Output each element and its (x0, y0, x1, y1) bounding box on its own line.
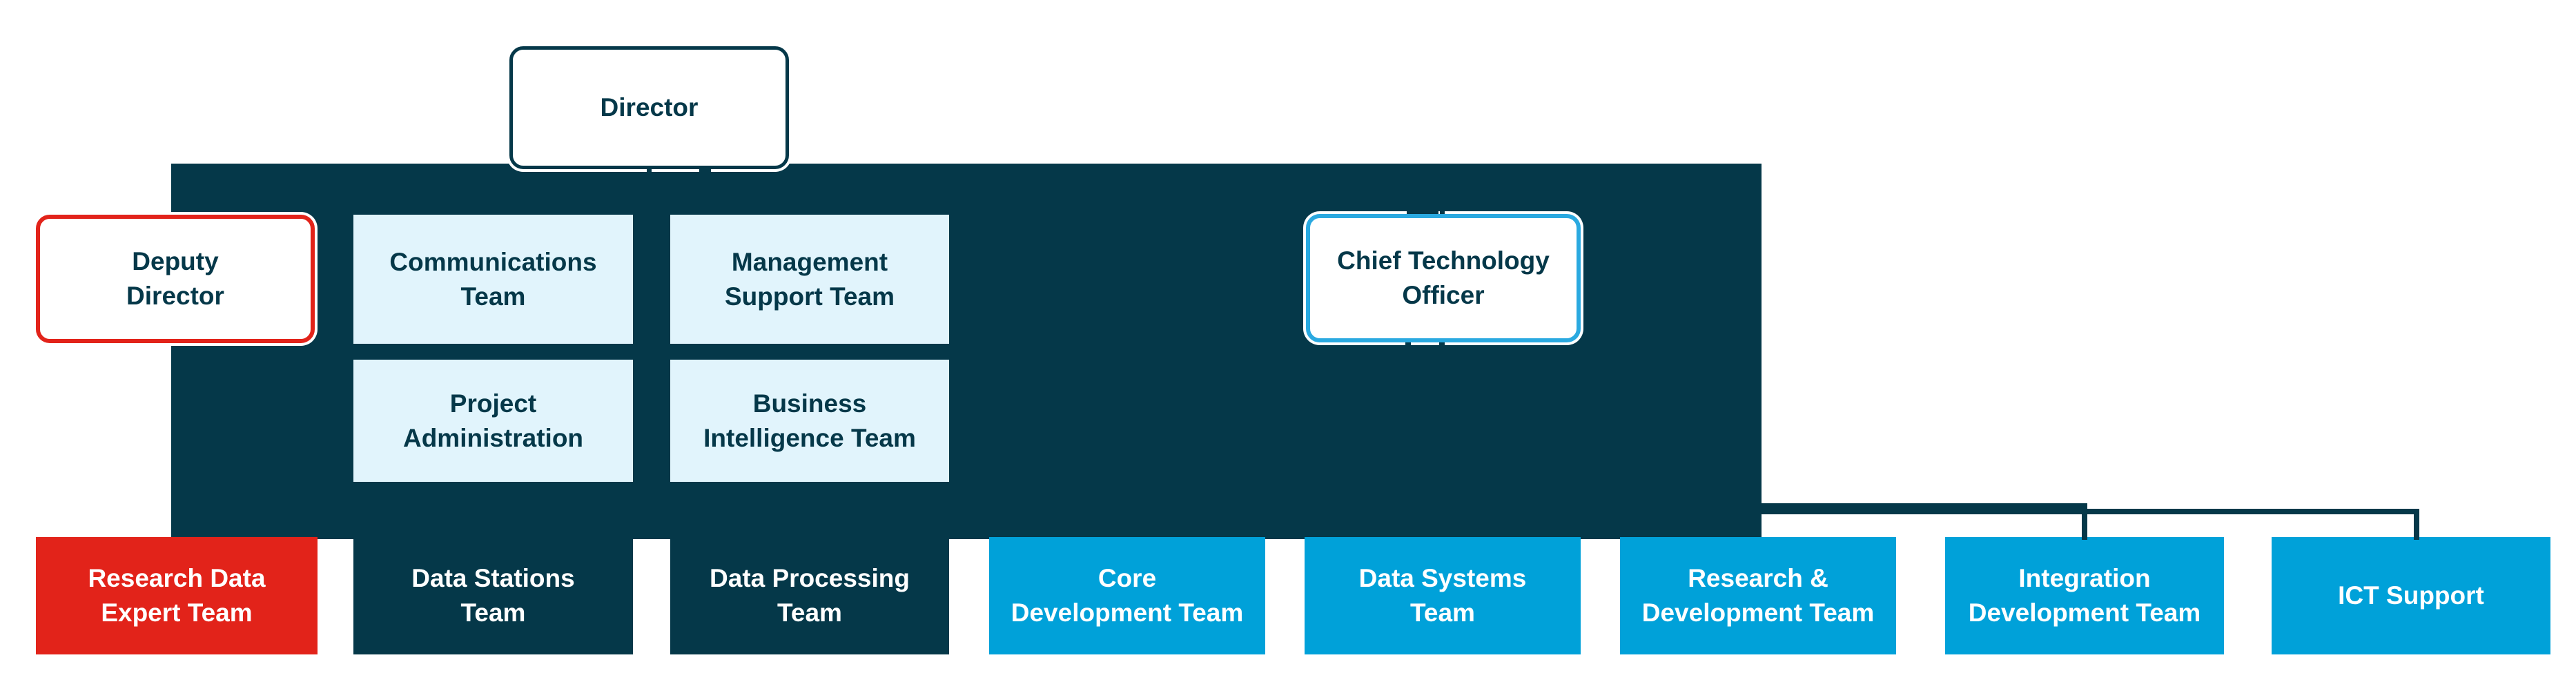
org-node-label: Deputy Director (126, 247, 224, 310)
org-node-label: Core Development Team (1011, 564, 1244, 627)
org-node-label: Management Support Team (725, 247, 895, 311)
connector-horizontal-ict (1762, 509, 2419, 514)
org-node-management-support-team: Management Support Team (670, 215, 949, 344)
org-node-label: Research & Development Team (1641, 564, 1875, 627)
org-node-project-administration: Project Administration (353, 360, 633, 482)
org-node-label: Data Stations Team (411, 564, 575, 627)
org-node-research-development-team: Research & Development Team (1620, 537, 1896, 654)
org-node-data-systems-team: Data Systems Team (1305, 537, 1581, 654)
org-node-label: Project Administration (402, 389, 584, 452)
org-node-label: Data Processing Team (710, 564, 910, 627)
connector-horizontal-integration (1762, 503, 2087, 509)
connector-stub-cto-bottom-left (1405, 342, 1411, 349)
org-node-label: ICT Support (2338, 581, 2484, 610)
org-node-label: Business Intelligence Team (703, 389, 916, 452)
org-node-deputy-director: Deputy Director (36, 215, 315, 343)
connector-stub-director-right (699, 166, 711, 175)
connector-stub-cto-bottom-right (1439, 342, 1445, 349)
org-node-label: Data Systems Team (1358, 564, 1527, 627)
org-node-label: Research Data Expert Team (88, 564, 266, 627)
org-node-label: Chief Technology Officer (1337, 246, 1550, 309)
org-node-business-intelligence-team: Business Intelligence Team (670, 360, 949, 482)
org-node-data-stations-team: Data Stations Team (353, 537, 633, 654)
connector-stub-cto-top-right (1440, 208, 1445, 214)
connector-stub-director-left (647, 166, 652, 175)
org-node-chief-technology-officer: Chief Technology Officer (1306, 214, 1581, 342)
org-node-director: Director (509, 46, 789, 169)
org-node-ict-support: ICT Support (2272, 537, 2550, 654)
connector-vertical-integration (2082, 509, 2087, 540)
org-node-label: Director (600, 93, 699, 122)
org-node-data-processing-team: Data Processing Team (670, 537, 949, 654)
org-node-core-development-team: Core Development Team (989, 537, 1265, 654)
org-node-research-data-expert-team: Research Data Expert Team (36, 537, 318, 654)
connector-stub-cto-top-left (1407, 208, 1438, 214)
org-node-label: Communications Team (389, 247, 597, 311)
org-node-communications-team: Communications Team (353, 215, 633, 344)
org-node-label: Integration Development Team (1968, 564, 2201, 627)
org-node-integration-development-team: Integration Development Team (1945, 537, 2224, 654)
connector-vertical-ict (2414, 514, 2419, 540)
